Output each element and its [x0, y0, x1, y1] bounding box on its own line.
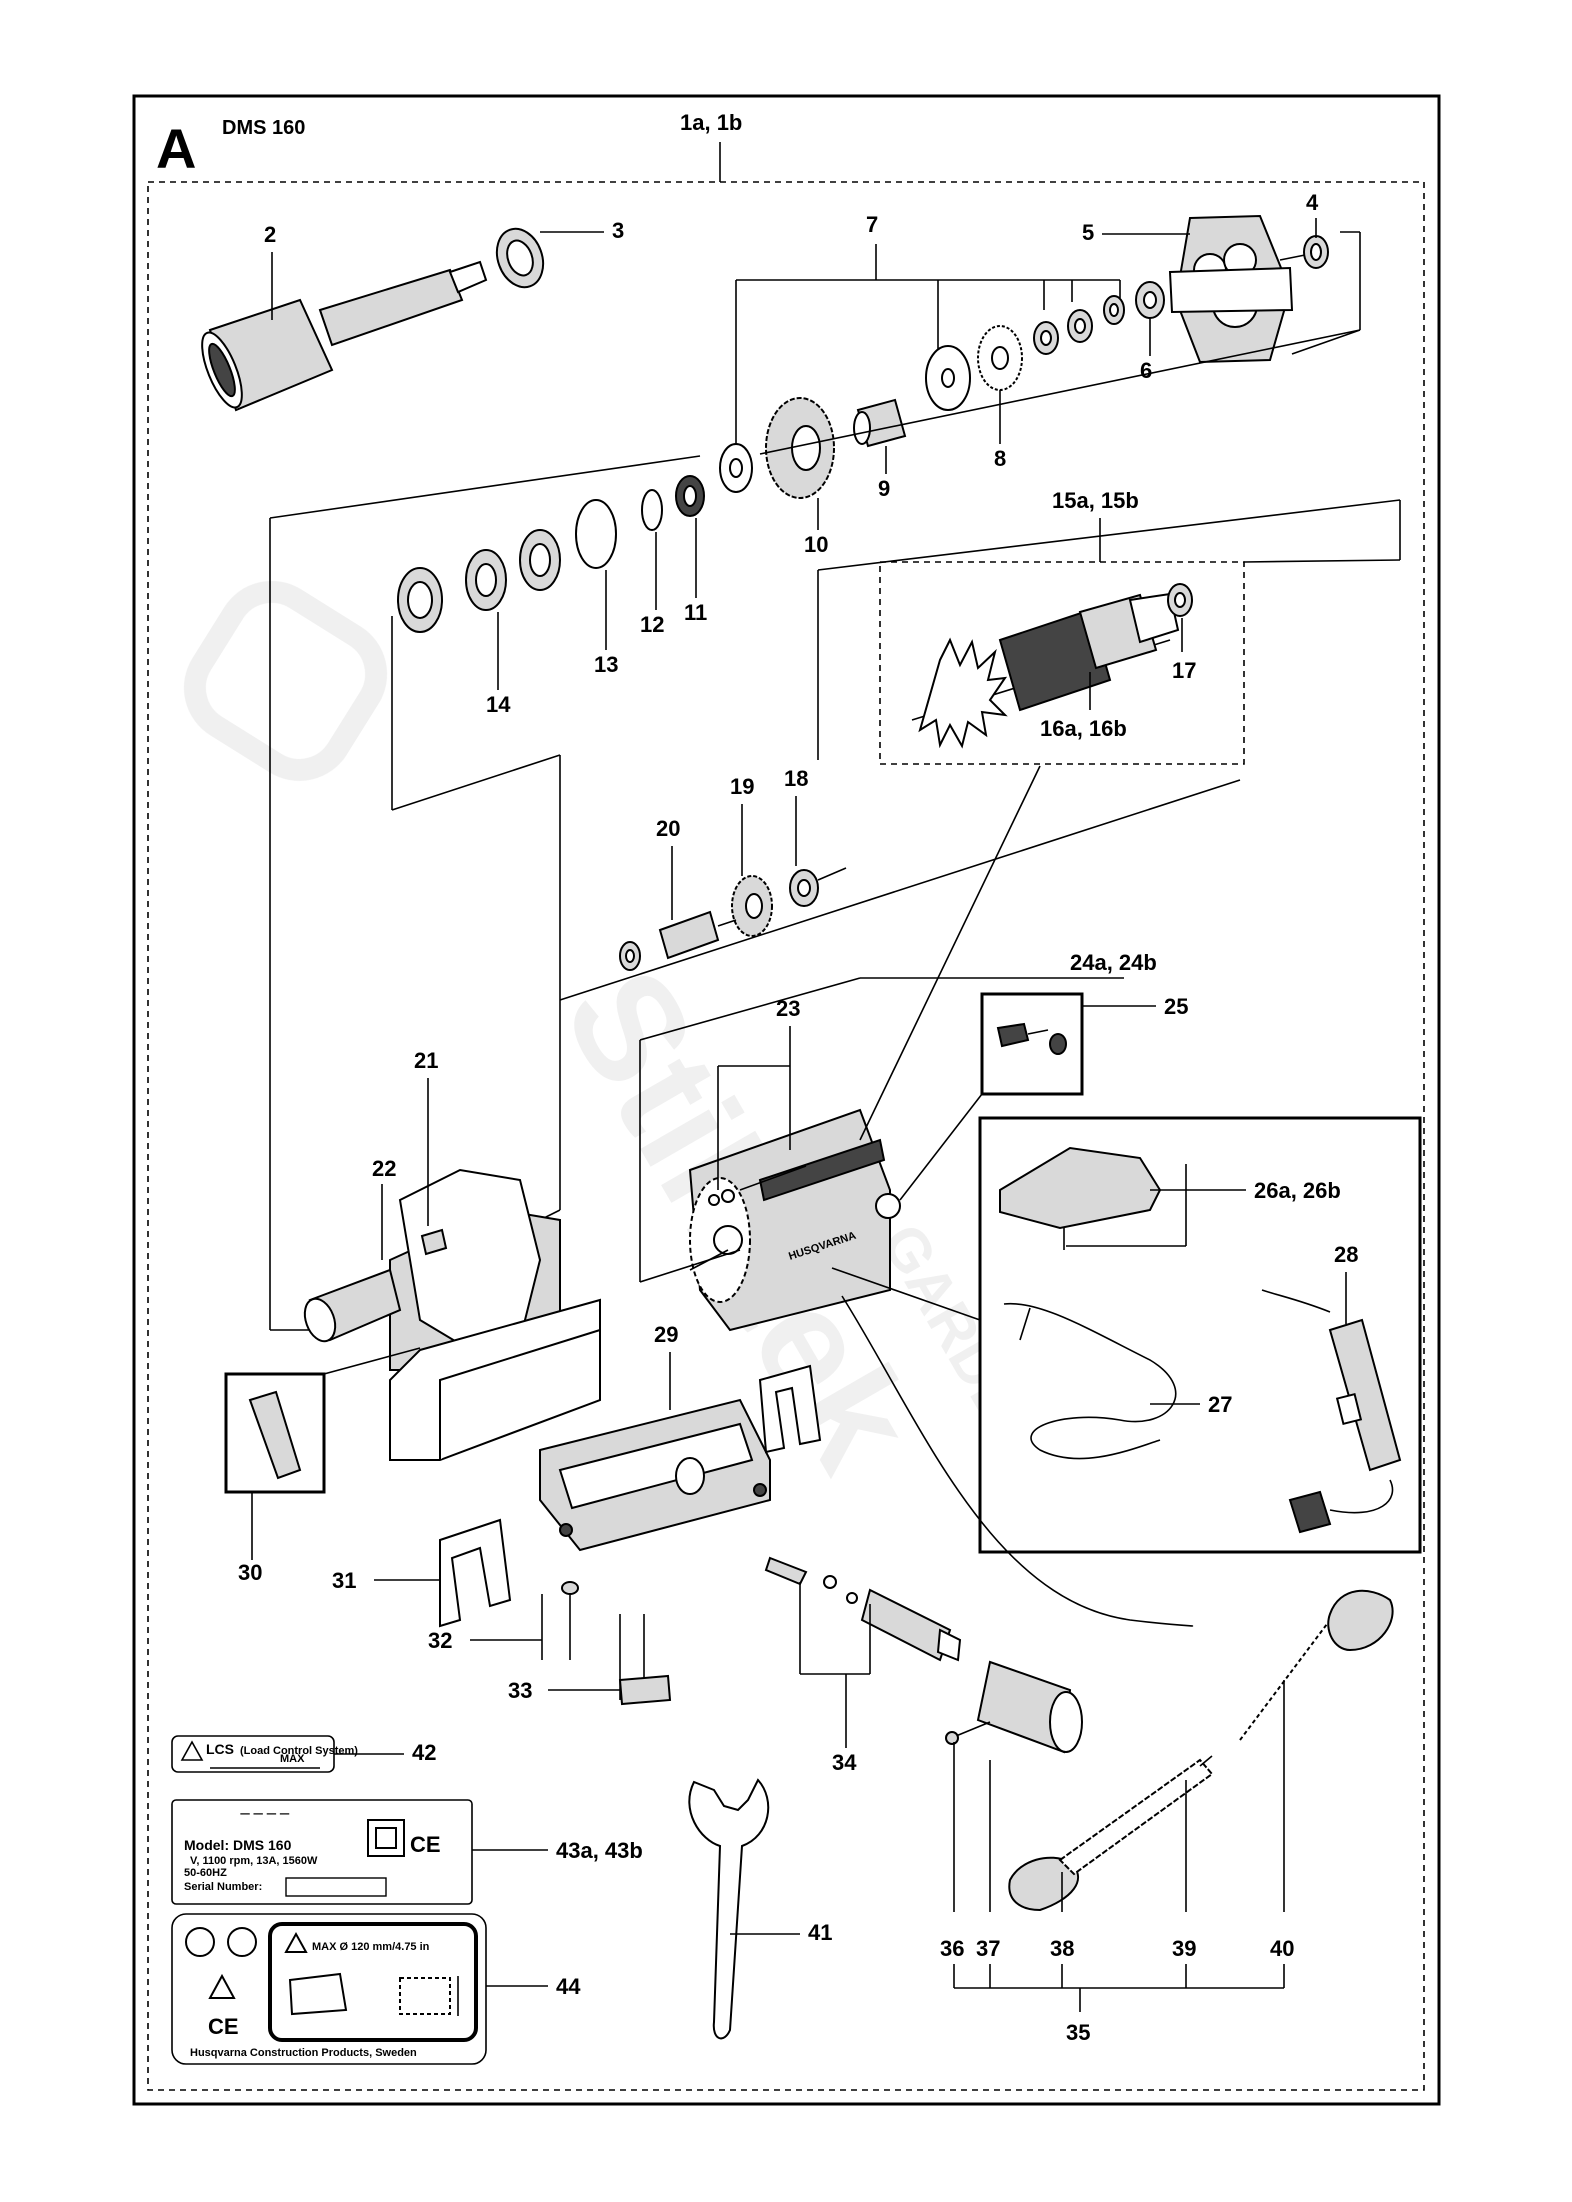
- label-23: 23: [776, 996, 800, 1021]
- part-2-shaft: [201, 260, 488, 412]
- label-19: 19: [730, 774, 754, 799]
- label-36: 36: [940, 1936, 964, 1961]
- rating-freq: 50-60HZ: [184, 1867, 227, 1879]
- label-15: 15a, 15b: [1052, 488, 1139, 513]
- label-21: 21: [414, 1048, 438, 1073]
- part-14-bearings: [397, 529, 561, 633]
- warning-ce: CE: [208, 2014, 239, 2039]
- label-29: 29: [654, 1322, 678, 1347]
- label-13: 13: [594, 652, 618, 677]
- label-43: 43a, 43b: [556, 1838, 643, 1863]
- part-7-washers: [719, 295, 1125, 493]
- label-10: 10: [804, 532, 828, 557]
- part-6-bearing: [1135, 281, 1165, 319]
- label-38: 38: [1050, 1936, 1074, 1961]
- part-5-end-plate: [1168, 214, 1294, 364]
- part-10-gear: [765, 397, 835, 499]
- label-4: 4: [1306, 190, 1319, 215]
- label-33: 33: [508, 1678, 532, 1703]
- label-41: 41: [808, 1920, 832, 1945]
- label-28: 28: [1334, 1242, 1358, 1267]
- part-38-39-handle: [1008, 1755, 1214, 1912]
- rating-serial: Serial Number:: [184, 1881, 262, 1893]
- part-24-motor-housing: HUSQVARNA: [688, 1108, 901, 1332]
- part-9-clutch-sleeve: [853, 398, 907, 448]
- part-36-screw: [945, 1721, 991, 1745]
- part-34-adapter: [764, 1556, 962, 1662]
- part-16-armature: [911, 592, 1180, 749]
- outer-frame: [132, 94, 1441, 2106]
- label-40: 40: [1270, 1936, 1294, 1961]
- armature-dashed-box: [879, 561, 1245, 765]
- label-18: 18: [784, 766, 808, 791]
- part-13-retaining-ring: [575, 499, 617, 569]
- part-43-rating-plate: ㅡ ㅡ ㅡ ㅡ Model: DMS 160 V, 1100 rpm, 13A,…: [171, 1799, 473, 1905]
- label-16: 16a, 16b: [1040, 716, 1127, 741]
- warning-max-text: MAX Ø 120 mm/4.75 in: [312, 1941, 430, 1953]
- part-40-spring: [1239, 1589, 1394, 1741]
- lcs-subtext: (Load Control System): [240, 1745, 358, 1757]
- label-3: 3: [612, 218, 624, 243]
- label-20: 20: [656, 816, 680, 841]
- lcs-text: LCS: [206, 1741, 234, 1757]
- label-37: 37: [976, 1936, 1000, 1961]
- label-22: 22: [372, 1156, 396, 1181]
- label-9: 9: [878, 476, 890, 501]
- label-27: 27: [1208, 1392, 1232, 1417]
- rating-line0: ㅡ ㅡ ㅡ ㅡ: [240, 1809, 290, 1821]
- label-7: 7: [866, 212, 878, 237]
- label-6: 6: [1140, 358, 1152, 383]
- part-19-gear: [731, 875, 773, 937]
- label-11: 11: [684, 600, 707, 625]
- label-26: 26a, 26b: [1254, 1178, 1341, 1203]
- label-2: 2: [264, 222, 276, 247]
- label-25: 25: [1164, 994, 1188, 1019]
- label-39: 39: [1172, 1936, 1196, 1961]
- part-8-star-washer: [977, 325, 1023, 391]
- part-17-bearing: [1167, 583, 1193, 617]
- label-5: 5: [1082, 220, 1094, 245]
- part-3-ring: [495, 227, 545, 289]
- part-20-pinion: [619, 910, 737, 971]
- part-33-knob: [618, 1614, 672, 1706]
- label-35: 35: [1066, 2020, 1090, 2045]
- label-44: 44: [556, 1974, 581, 1999]
- part-12-circlip: [641, 489, 663, 531]
- section-letter: A: [156, 117, 196, 180]
- part-11-needle-bearing: [675, 475, 705, 517]
- rating-model: Model: DMS 160: [184, 1837, 292, 1853]
- part-23-screws: [708, 1165, 807, 1206]
- lcs-max: MAX: [280, 1753, 305, 1765]
- assembly-ref: 1a, 1b: [680, 110, 742, 135]
- part-22-gearbox-housing: [303, 1168, 601, 1461]
- label-30: 30: [238, 1560, 262, 1585]
- part-41-wrench: [688, 1778, 770, 2040]
- label-12: 12: [640, 612, 664, 637]
- part-32-bolt: [561, 1581, 579, 1660]
- label-17: 17: [1172, 658, 1196, 683]
- inner-dashed-frame: [147, 181, 1425, 2091]
- part-21-screw: [420, 1228, 448, 1256]
- warning-footer: Husqvarna Construction Products, Sweden: [190, 2047, 417, 2059]
- part-31-bracket: [439, 1364, 822, 1628]
- label-14: 14: [486, 692, 511, 717]
- rating-specs: V, 1100 rpm, 13A, 1560W: [190, 1855, 318, 1867]
- part-18-bearing: [789, 867, 847, 907]
- label-8: 8: [994, 446, 1006, 471]
- label-24: 24a, 24b: [1070, 950, 1157, 975]
- part-4-bearing: [1279, 235, 1329, 269]
- label-34: 34: [832, 1750, 857, 1775]
- label-31: 31: [332, 1568, 356, 1593]
- rating-ce: CE: [410, 1832, 441, 1857]
- part-42-lcs-label: LCS (Load Control System) MAX: [171, 1735, 358, 1773]
- model-title: DMS 160: [222, 117, 305, 139]
- label-32: 32: [428, 1628, 452, 1653]
- part-37-handle-adapter: [976, 1660, 1083, 1754]
- part-29-base: [539, 1398, 771, 1552]
- label-42: 42: [412, 1740, 436, 1765]
- part-44-warning-label: CE MAX Ø 120 mm/4.75 in Husqvarna Constr…: [171, 1913, 487, 2065]
